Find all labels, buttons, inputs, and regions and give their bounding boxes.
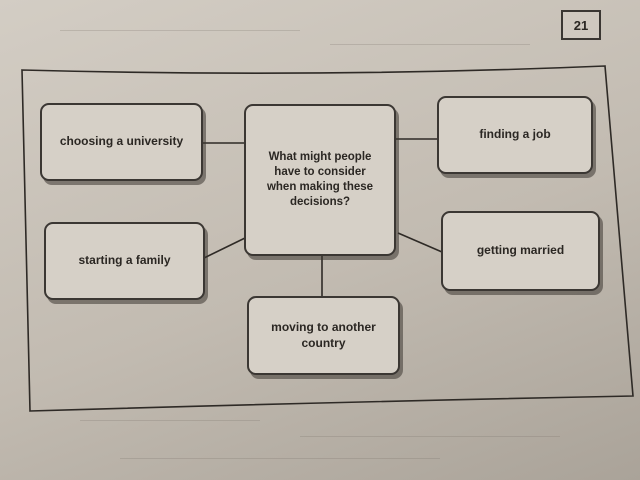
page-number: 21 bbox=[561, 10, 601, 40]
node-starting-family: starting a family bbox=[44, 222, 205, 300]
frame-border bbox=[21, 65, 634, 412]
node-finding-job: finding a job bbox=[437, 96, 593, 174]
connector-family bbox=[203, 237, 246, 259]
node-getting-married: getting married bbox=[441, 211, 600, 291]
central-question: What might people have to consider when … bbox=[244, 104, 396, 256]
node-moving-country: moving to another country bbox=[247, 296, 400, 375]
node-choosing-university: choosing a university bbox=[40, 103, 203, 181]
connector-married bbox=[397, 232, 443, 253]
